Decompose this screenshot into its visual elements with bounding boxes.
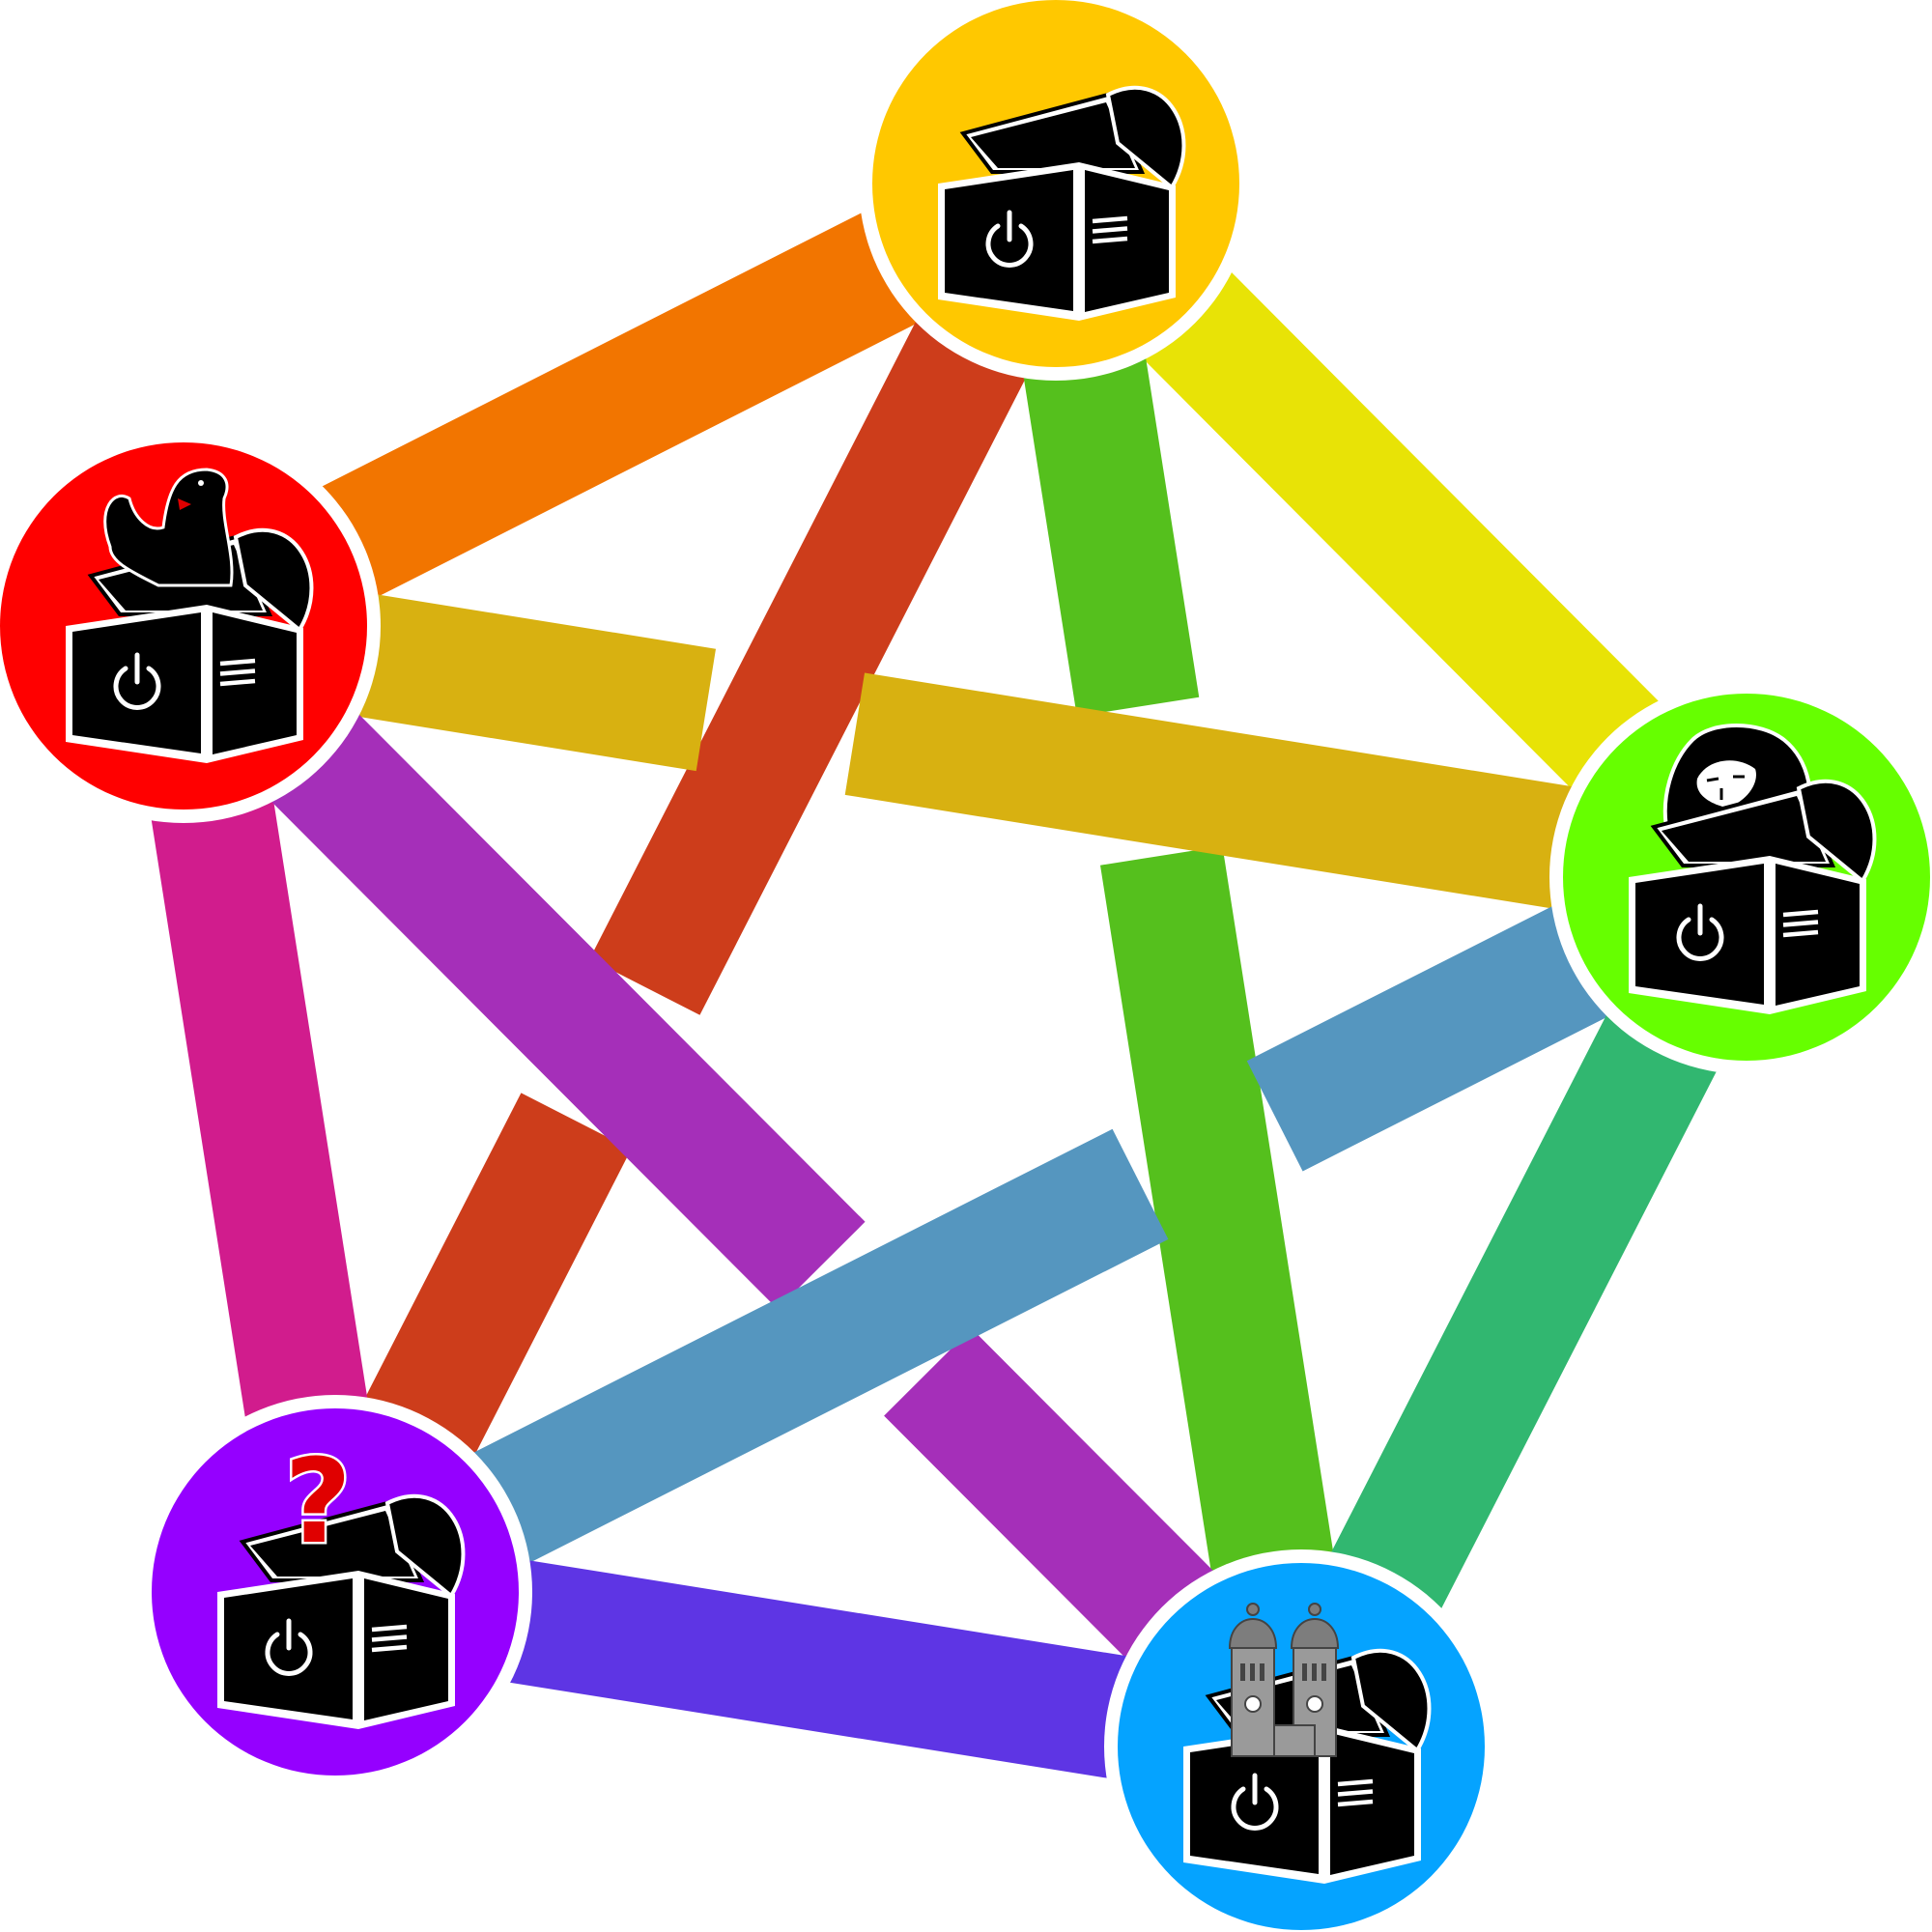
node-top xyxy=(859,0,1253,381)
node-bottom-right xyxy=(1104,1549,1498,1932)
box-lid xyxy=(959,86,1186,191)
power-icon xyxy=(1231,1773,1279,1831)
menu-lines-icon xyxy=(1782,909,1819,938)
power-icon xyxy=(113,652,161,710)
node-left xyxy=(0,429,381,823)
node-right xyxy=(1549,680,1932,1074)
question-mark-emblem: ? xyxy=(284,1435,352,1570)
box-body xyxy=(1629,856,1866,1014)
box-body xyxy=(1183,1725,1421,1884)
menu-lines-icon xyxy=(219,658,256,687)
power-icon xyxy=(1676,903,1724,961)
bear-icon xyxy=(103,468,234,587)
menu-lines-icon xyxy=(1092,215,1128,244)
box-body xyxy=(66,605,303,763)
box-body xyxy=(217,1571,455,1729)
box-lid xyxy=(239,1494,466,1600)
twin-towers-icon xyxy=(1228,1603,1340,1757)
menu-lines-icon xyxy=(371,1624,408,1653)
box-lid xyxy=(1650,780,1877,885)
box-body xyxy=(938,162,1176,321)
power-icon xyxy=(265,1618,313,1676)
menu-lines-icon xyxy=(1337,1778,1374,1807)
node-bottom-left: ? xyxy=(138,1395,532,1789)
power-icon xyxy=(985,210,1034,268)
